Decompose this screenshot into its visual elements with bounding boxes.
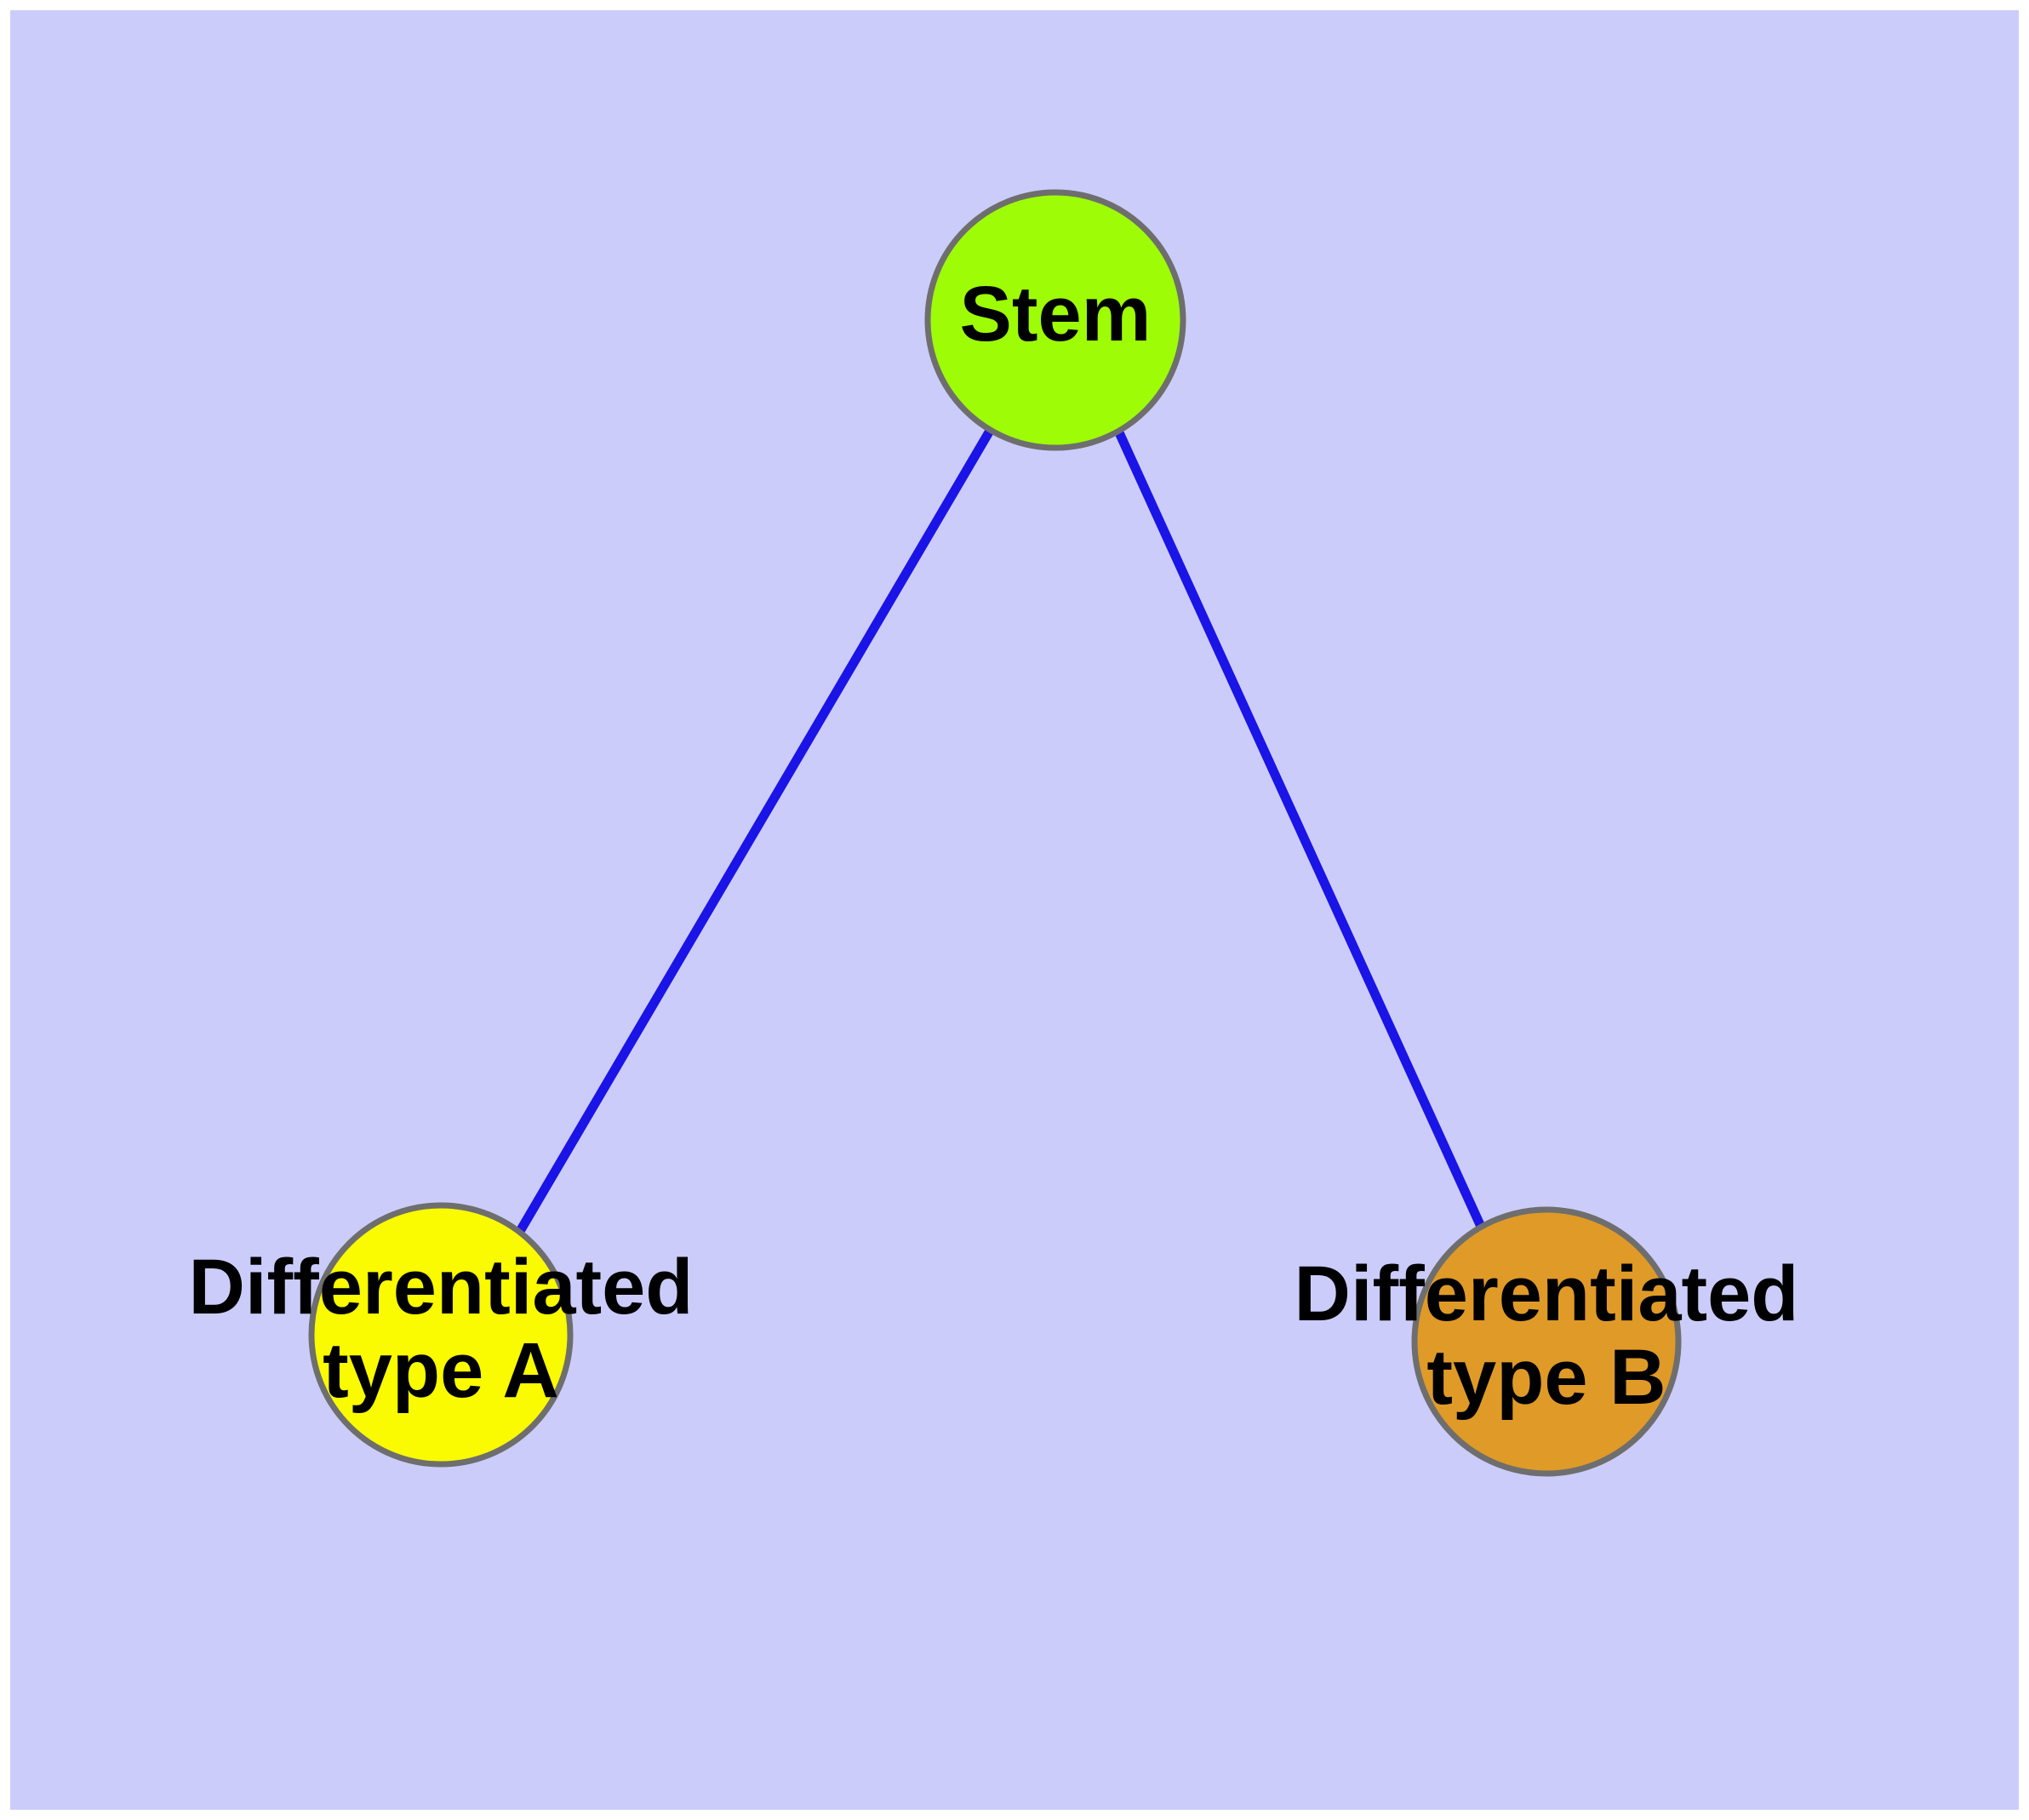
edges-layer <box>515 428 1487 1235</box>
nodes-layer <box>308 189 1682 1477</box>
node-stem[interactable] <box>924 189 1186 451</box>
node-differentiated-type-a[interactable] <box>308 1202 574 1468</box>
edge-stem-to-differentiated-type-a[interactable] <box>515 428 994 1235</box>
node-label-stem: Stem <box>960 271 1152 358</box>
edge-stem-to-differentiated-type-b[interactable] <box>1113 428 1487 1231</box>
node-differentiated-type-b[interactable] <box>1411 1206 1682 1477</box>
